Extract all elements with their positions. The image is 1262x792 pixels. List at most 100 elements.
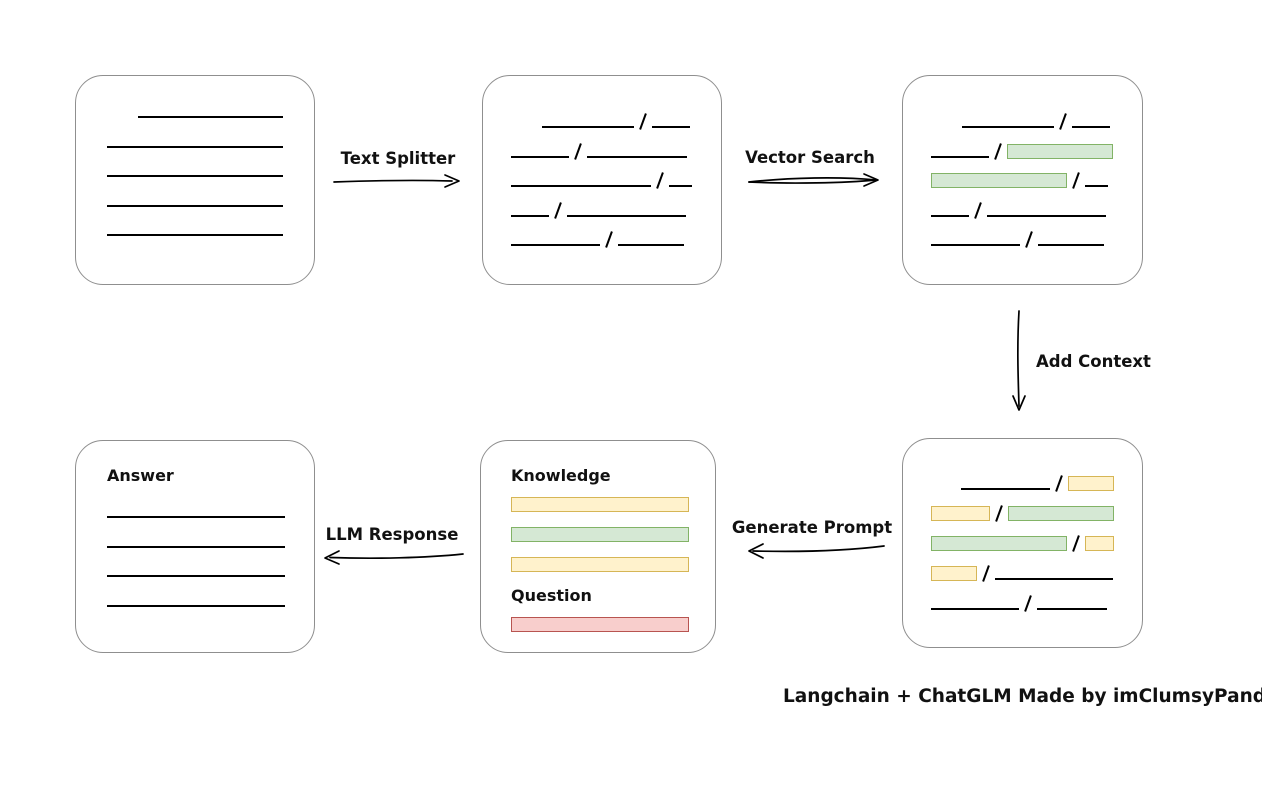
slash-separator (1072, 172, 1080, 189)
chunk-row (931, 505, 1114, 522)
chunk-row (107, 562, 285, 578)
text-splitter-label: Text Splitter (340, 149, 456, 168)
text-line (107, 204, 283, 207)
chunk-highlight-green (1008, 506, 1114, 521)
text-line (931, 155, 989, 158)
text-line (961, 488, 1051, 490)
chunk-row (511, 172, 693, 189)
text-line (931, 214, 969, 217)
text-line (987, 214, 1106, 217)
text-line (511, 214, 549, 217)
chunk-row (931, 595, 1114, 612)
chunk-row (107, 162, 283, 178)
text-line (1085, 185, 1108, 187)
slash-separator (1024, 595, 1032, 612)
context-chunks-box (902, 438, 1143, 648)
text-line (138, 116, 283, 118)
chunk-row (931, 201, 1114, 219)
text-line (962, 126, 1054, 128)
box-label: Answer (107, 466, 174, 485)
slash-separator (574, 142, 582, 160)
text-line (931, 244, 1020, 246)
text-line (931, 608, 1019, 610)
chunk-row (511, 616, 689, 632)
text-line (511, 155, 569, 158)
generate-prompt-label: Generate Prompt (731, 518, 893, 537)
text-line (107, 234, 283, 236)
text-line (107, 175, 283, 177)
text-line (542, 126, 634, 128)
llm-response-label: LLM Response (325, 525, 459, 544)
vector-search-label: Vector Search (745, 148, 875, 167)
question-highlight-red (511, 617, 689, 632)
text-line (107, 575, 285, 577)
text-line (107, 516, 285, 518)
chunk-highlight-yellow (931, 506, 990, 521)
vector-results-box (902, 75, 1143, 285)
chunk-highlight-green (511, 527, 689, 542)
chunk-highlight-green (931, 536, 1067, 551)
text-line (1072, 126, 1110, 128)
text-line (511, 185, 651, 187)
chunk-row (931, 172, 1114, 189)
chunk-highlight-green (931, 173, 1067, 188)
chunk-row (107, 133, 283, 149)
slash-separator (994, 142, 1002, 160)
chunk-highlight-yellow (1068, 476, 1114, 491)
chunk-row (107, 503, 285, 519)
answer-box: Answer (75, 440, 315, 653)
chunk-row (931, 535, 1114, 552)
text-line (1038, 244, 1104, 246)
chunk-row (931, 142, 1114, 160)
chunk-highlight-yellow (1085, 536, 1114, 551)
text-line (107, 545, 285, 548)
chunk-row (511, 113, 693, 130)
split-chunks-box (482, 75, 722, 285)
chunk-highlight-green (1007, 143, 1113, 159)
chunk-row (931, 231, 1114, 248)
text-line (107, 604, 285, 607)
slash-separator (1072, 535, 1080, 552)
chunk-row (107, 533, 285, 549)
box-label: Question (511, 586, 592, 605)
chunk-row (511, 201, 693, 219)
chunk-row (931, 475, 1114, 492)
add-context-arrow (1012, 310, 1026, 411)
add-context-label: Add Context (1036, 352, 1151, 371)
chunk-row: Knowledge (511, 466, 689, 486)
text-line (107, 145, 283, 148)
text-line (1037, 608, 1107, 610)
text-line (511, 244, 600, 246)
slash-separator (982, 565, 990, 582)
chunk-row (107, 221, 283, 237)
chunk-row: Question (511, 586, 689, 606)
chunk-row: Answer (107, 466, 285, 486)
text-line (587, 155, 687, 158)
chunk-row (931, 565, 1114, 582)
document-box (75, 75, 315, 285)
slash-separator (554, 201, 562, 219)
chunk-row (107, 592, 285, 608)
text-splitter-arrow (333, 174, 460, 188)
slash-separator (995, 505, 1003, 522)
llm-response-arrow (324, 550, 464, 565)
slash-separator (974, 201, 982, 219)
chunk-row (931, 113, 1114, 130)
chunk-highlight-yellow (931, 566, 977, 581)
text-line (669, 185, 692, 187)
slash-separator (1055, 475, 1064, 492)
text-line (567, 214, 686, 217)
chunk-row (107, 103, 283, 119)
slash-separator (639, 113, 647, 130)
chunk-row (107, 192, 283, 208)
vector-search-arrow (748, 173, 879, 187)
chunk-row (511, 496, 689, 512)
slash-separator (656, 172, 664, 189)
text-line (618, 244, 684, 246)
caption: Langchain + ChatGLM Made by imClumsyPand… (783, 686, 1262, 707)
chunk-row (511, 556, 689, 572)
box-label: Knowledge (511, 466, 611, 485)
slash-separator (1025, 231, 1033, 248)
